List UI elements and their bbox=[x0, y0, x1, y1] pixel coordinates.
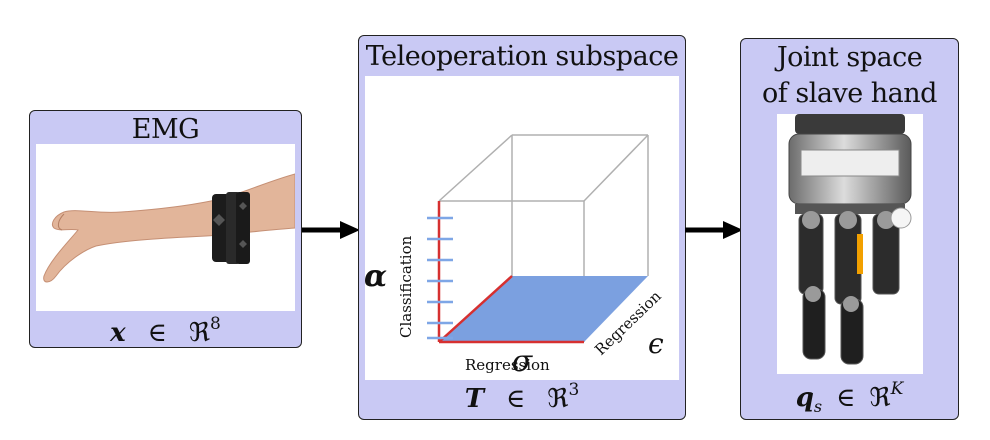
teleoperation-formula: T ∈ ℜ3 bbox=[359, 380, 685, 414]
robot-hand-illustration bbox=[788, 114, 912, 365]
emg-var: x bbox=[110, 318, 126, 348]
classification-label: Classification bbox=[397, 235, 415, 338]
classification-ticks bbox=[427, 216, 453, 340]
joint-rel: ∈ bbox=[836, 383, 856, 413]
robot-hand-image bbox=[777, 114, 923, 374]
subspace-diagram: Classification Regression Regression α ϵ bbox=[365, 76, 679, 380]
emg-panel: EMG x ∈ ℜ8 bbox=[29, 110, 302, 348]
sigma-label: σ bbox=[359, 344, 685, 379]
tele-space: ℜ bbox=[547, 384, 569, 414]
arm-with-armband-illustration bbox=[43, 173, 295, 283]
alpha-label: α bbox=[365, 259, 387, 294]
red-axes bbox=[437, 201, 584, 344]
tele-var: T bbox=[464, 384, 485, 414]
regression-plane bbox=[439, 276, 648, 342]
joint-title-line2: of slave hand bbox=[762, 78, 937, 109]
joint-space: ℜ bbox=[869, 383, 891, 413]
teleoperation-title: Teleoperation subspace bbox=[365, 41, 679, 72]
joint-formula: qs ∈ ℜK bbox=[741, 379, 958, 416]
emg-formula: x ∈ ℜ8 bbox=[30, 314, 301, 348]
joint-var: q bbox=[795, 383, 814, 413]
arrow-right-icon bbox=[685, 221, 743, 239]
tele-dim: 3 bbox=[568, 380, 580, 400]
emg-rel: ∈ bbox=[147, 318, 167, 348]
joint-dim: K bbox=[890, 379, 904, 399]
tele-rel: ∈ bbox=[506, 384, 526, 414]
joint-title-line1: Joint space bbox=[776, 42, 923, 73]
epsilon-label: ϵ bbox=[648, 327, 664, 360]
armband bbox=[212, 192, 250, 264]
arm-image bbox=[36, 144, 295, 311]
regression-bottom-label: Regression bbox=[465, 356, 550, 374]
emg-space: ℜ bbox=[188, 318, 211, 348]
emg-title: EMG bbox=[131, 114, 200, 145]
joint-sub: s bbox=[813, 397, 823, 417]
emg-dim: 8 bbox=[210, 314, 221, 334]
arrow-right-icon bbox=[302, 221, 360, 239]
sigma-symbol: σ bbox=[511, 344, 533, 379]
teleoperation-panel: Teleoperation subspace bbox=[358, 35, 686, 420]
joint-space-panel: Joint space of slave hand bbox=[740, 38, 959, 420]
